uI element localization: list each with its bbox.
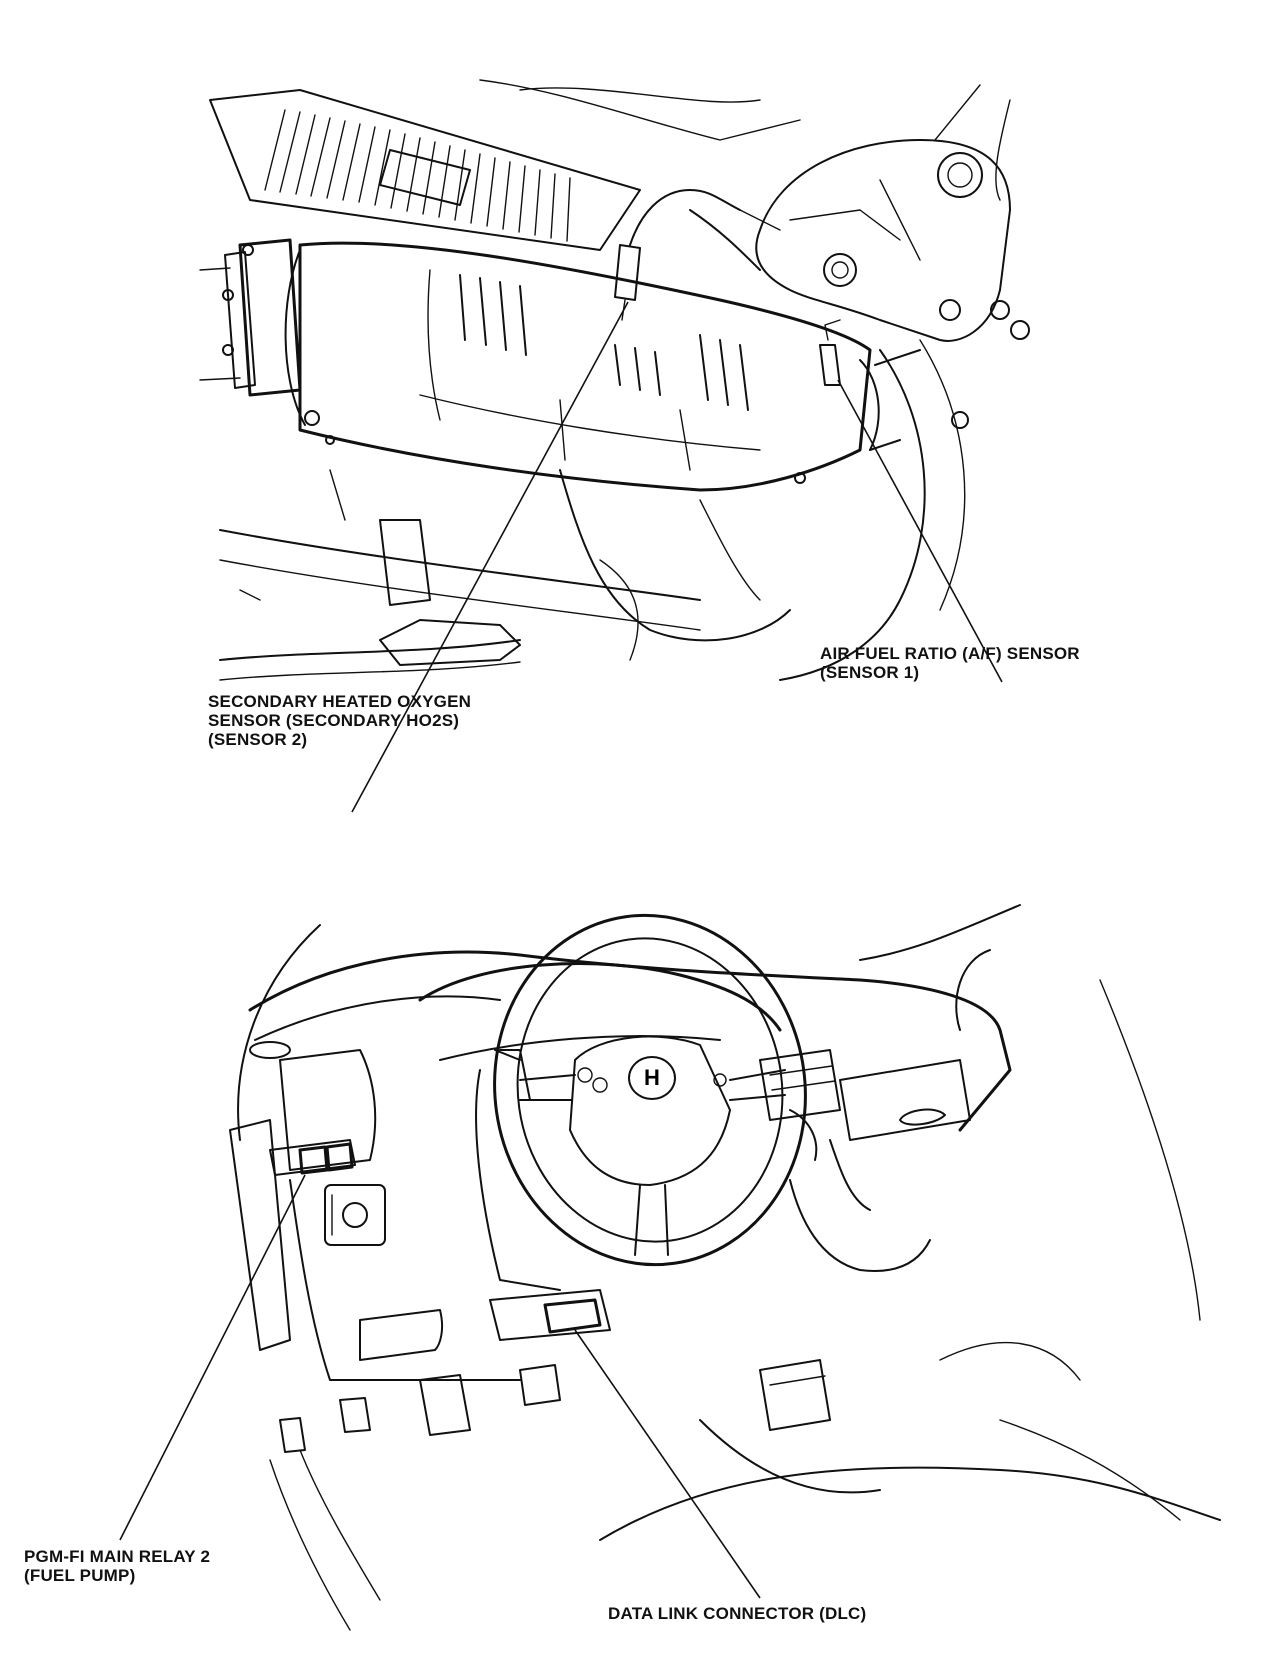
label-af-sensor: AIR FUEL RATIO (A/F) SENSOR (SENSOR 1): [820, 644, 1080, 682]
label-pgm-fi-relay: PGM-FI MAIN RELAY 2 (FUEL PUMP): [24, 1547, 210, 1585]
label-secondary-ho2s: SECONDARY HEATED OXYGEN SENSOR (SECONDAR…: [208, 692, 471, 749]
label-line: (SENSOR 1): [820, 663, 920, 682]
leader-secondary-ho2s: [351, 301, 629, 813]
pedals: [269, 1364, 561, 1631]
label-line: AIR FUEL RATIO (A/F) SENSOR: [820, 644, 1080, 663]
dashboard-panel: [229, 950, 1221, 1541]
label-line: DATA LINK CONNECTOR (DLC): [608, 1604, 867, 1623]
leader-pgm-fi-relay: [119, 1174, 306, 1541]
catalytic-converter: [199, 238, 921, 492]
leader-af-sensor: [837, 379, 1003, 683]
exhaust-illustration: [199, 79, 1030, 813]
logo-letter: H: [644, 1065, 660, 1090]
label-line: (SENSOR 2): [208, 730, 308, 749]
label-line: PGM-FI MAIN RELAY 2: [24, 1547, 211, 1566]
label-line: (FUEL PUMP): [24, 1566, 136, 1585]
heat-shield: [209, 89, 641, 251]
honda-logo: H: [628, 1056, 676, 1100]
dashboard-illustration: [119, 904, 1221, 1631]
steering-wheel: [493, 913, 818, 1267]
subframe-bracket: [755, 139, 1030, 429]
label-dlc: DATA LINK CONNECTOR (DLC): [608, 1604, 866, 1623]
leader-dlc: [574, 1329, 761, 1599]
secondary-ho2s-sensor-drawing: [614, 189, 781, 321]
label-line: SECONDARY HEATED OXYGEN: [208, 692, 472, 711]
label-line: SENSOR (SECONDARY HO2S): [208, 711, 460, 730]
